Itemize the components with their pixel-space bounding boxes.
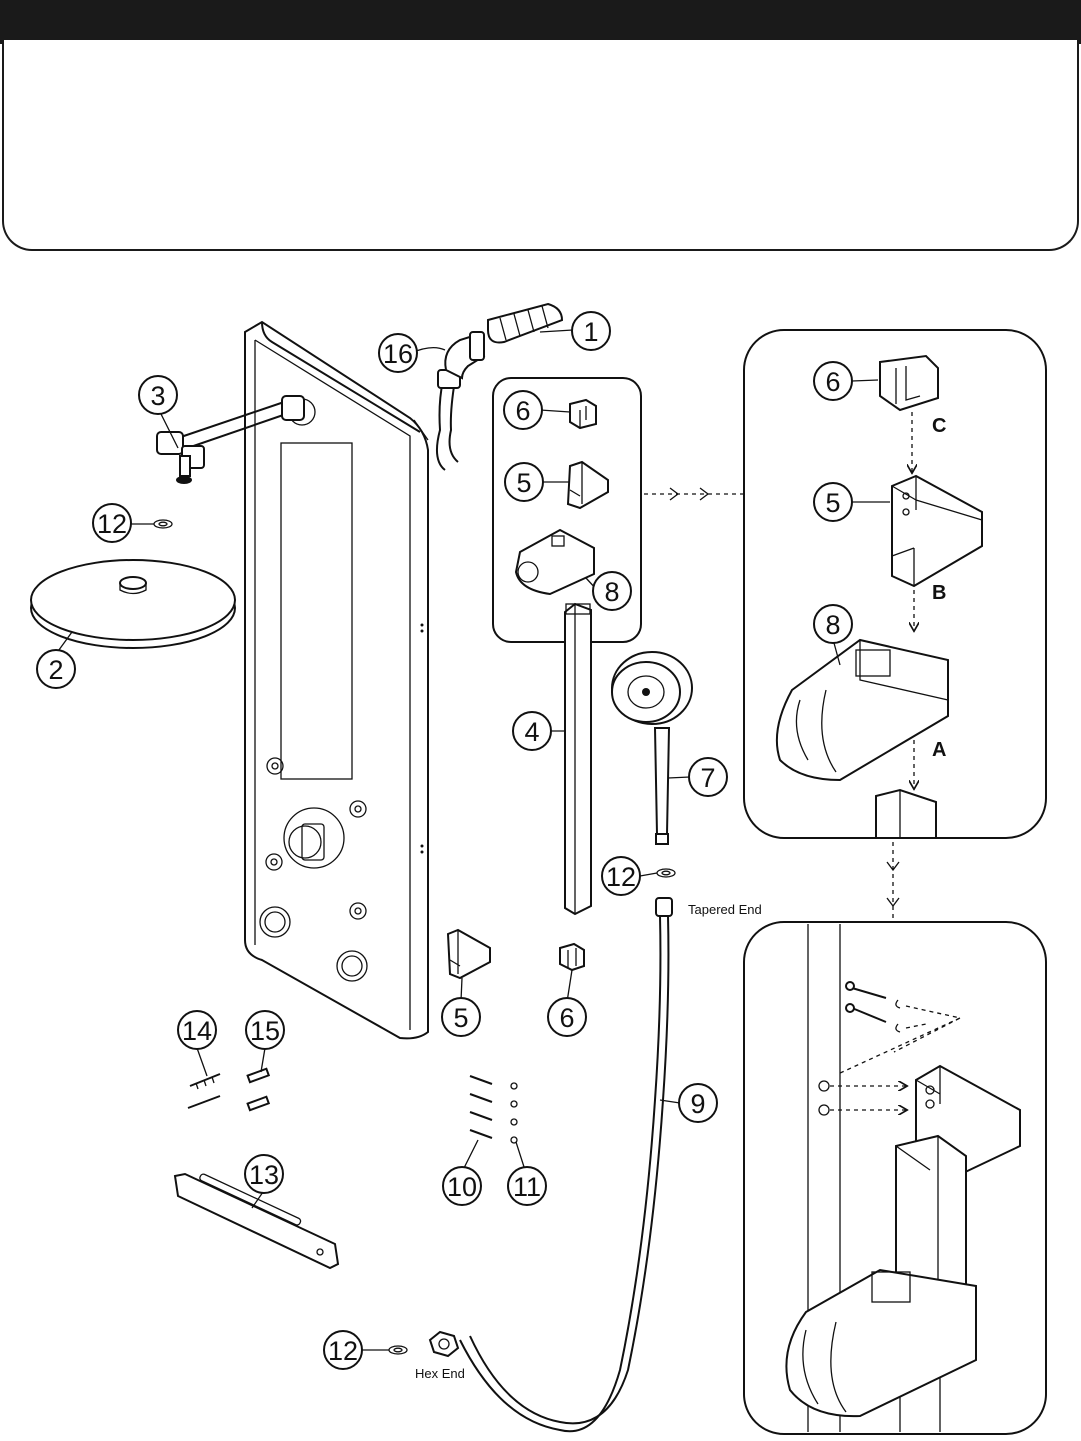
svg-text:10: 10 xyxy=(447,1172,477,1202)
callout-11: 11 xyxy=(507,1166,547,1206)
svg-text:6: 6 xyxy=(825,367,840,397)
detail-end-cap xyxy=(879,354,939,412)
washer-top xyxy=(153,519,173,529)
callout-4: 4 xyxy=(512,711,552,751)
detail-slider xyxy=(775,638,949,782)
inset-bracket xyxy=(566,460,609,510)
callout-13: 13 xyxy=(244,1154,284,1194)
svg-text:7: 7 xyxy=(700,763,715,793)
svg-text:6: 6 xyxy=(515,396,530,426)
svg-text:5: 5 xyxy=(825,488,840,518)
callout-8-a: 8 xyxy=(592,571,632,611)
header-box xyxy=(2,40,1079,251)
shower-hose xyxy=(428,897,673,1433)
screws-14 xyxy=(187,1073,221,1109)
callout-6-a: 6 xyxy=(503,390,543,430)
svg-text:14: 14 xyxy=(182,1016,212,1046)
callout-1: 1 xyxy=(571,311,611,351)
leader-lines xyxy=(55,329,890,1351)
inset-end-cap xyxy=(569,398,597,430)
callout-14: 14 xyxy=(177,1010,217,1050)
svg-text:6: 6 xyxy=(559,1003,574,1033)
svg-text:12: 12 xyxy=(328,1336,358,1366)
svg-text:12: 12 xyxy=(97,509,127,539)
callout-8-b: 8 xyxy=(813,604,853,644)
svg-text:15: 15 xyxy=(250,1016,280,1046)
callout-15: 15 xyxy=(245,1010,285,1050)
svg-text:8: 8 xyxy=(604,577,619,607)
washer-bottom xyxy=(388,1345,408,1355)
svg-text:3: 3 xyxy=(150,381,165,411)
inset-slider xyxy=(514,528,595,596)
elbow-fitting xyxy=(435,331,486,471)
callout-16: 16 xyxy=(378,333,418,373)
inset-box-large-bottom xyxy=(743,921,1047,1435)
tapered-end-label: Tapered End xyxy=(688,902,762,917)
anchors-15 xyxy=(246,1067,271,1112)
label-c: C xyxy=(932,415,946,437)
svg-text:16: 16 xyxy=(383,339,413,369)
callout-6-b: 6 xyxy=(547,997,587,1037)
adapter-fitting xyxy=(487,302,564,344)
detail-bracket xyxy=(891,474,983,588)
callout-12-b: 12 xyxy=(601,856,641,896)
svg-text:2: 2 xyxy=(48,655,63,685)
callout-2: 2 xyxy=(36,649,76,689)
callout-7: 7 xyxy=(688,757,728,797)
wall-bracket xyxy=(173,1172,340,1270)
callout-12-c: 12 xyxy=(323,1330,363,1370)
slide-bar xyxy=(564,602,592,916)
rain-shower-head xyxy=(30,559,236,649)
bracket-loose xyxy=(446,928,491,980)
label-b: B xyxy=(932,582,946,604)
svg-text:1: 1 xyxy=(583,317,598,347)
end-cap-loose xyxy=(559,942,585,972)
callout-5-b: 5 xyxy=(441,997,481,1037)
svg-text:12: 12 xyxy=(606,862,636,892)
callout-9: 9 xyxy=(678,1083,718,1123)
detail-wall-section xyxy=(785,924,1021,1432)
washer-middle xyxy=(656,868,676,878)
callout-10: 10 xyxy=(442,1166,482,1206)
callout-5-a: 5 xyxy=(504,462,544,502)
washers-11 xyxy=(510,1082,518,1144)
screws-10 xyxy=(469,1075,493,1139)
svg-text:8: 8 xyxy=(825,610,840,640)
svg-text:5: 5 xyxy=(516,468,531,498)
detail-bar-top xyxy=(875,788,937,839)
callout-3: 3 xyxy=(138,375,178,415)
label-a: A xyxy=(932,739,946,761)
callout-12-a: 12 xyxy=(92,503,132,543)
callout-5-c: 5 xyxy=(813,482,853,522)
shower-panel xyxy=(244,320,429,1040)
svg-text:4: 4 xyxy=(524,717,539,747)
header-bar xyxy=(0,0,1081,44)
hex-end-label: Hex End xyxy=(415,1366,465,1381)
hand-shower xyxy=(611,651,693,845)
callout-6-c: 6 xyxy=(813,361,853,401)
svg-text:13: 13 xyxy=(249,1160,279,1190)
shower-arm xyxy=(156,395,305,484)
svg-text:9: 9 xyxy=(690,1089,705,1119)
svg-text:11: 11 xyxy=(513,1172,541,1202)
svg-text:5: 5 xyxy=(453,1003,468,1033)
